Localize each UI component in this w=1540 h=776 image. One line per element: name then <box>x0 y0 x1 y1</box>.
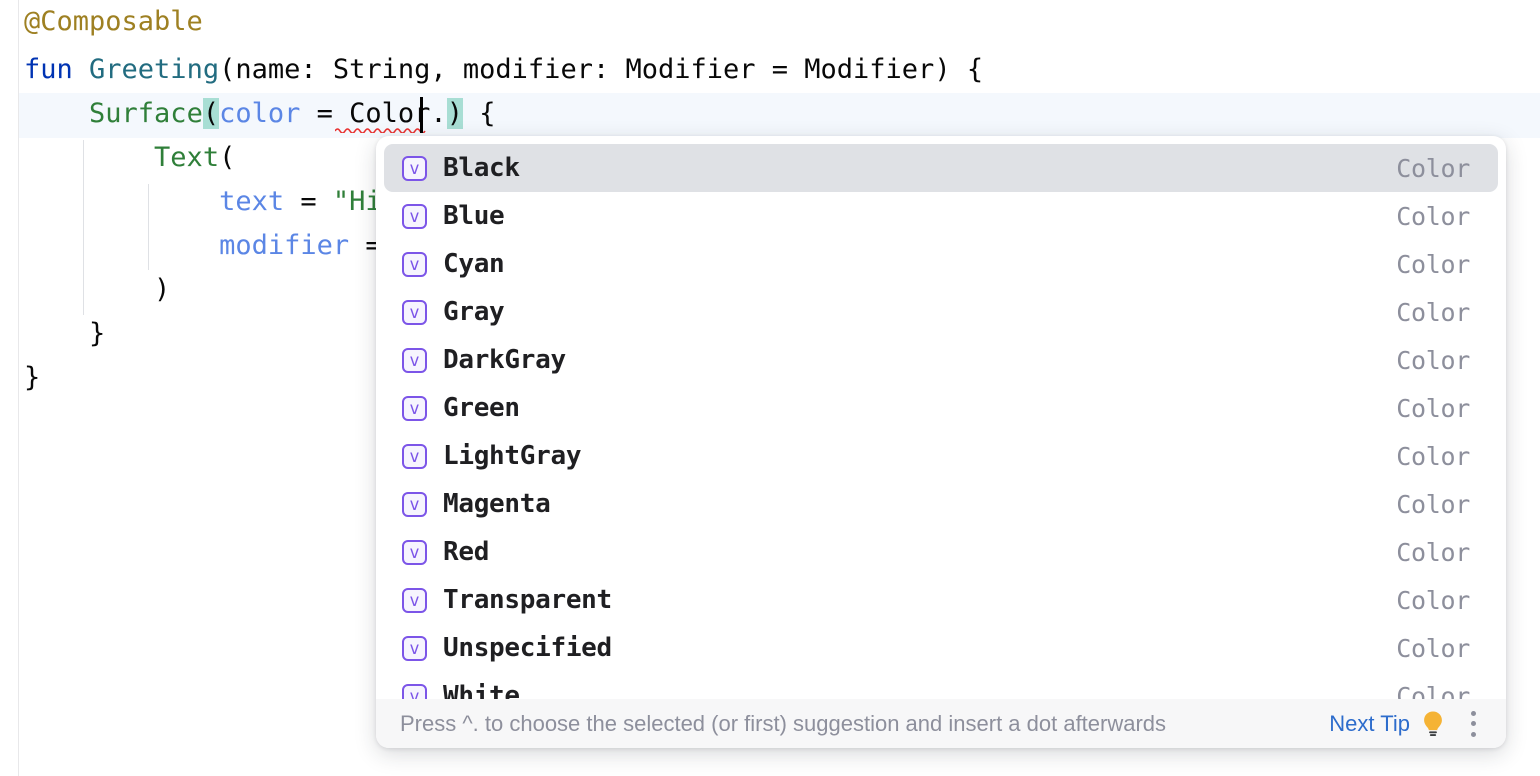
completion-item-type: Color <box>1396 633 1470 663</box>
code-token <box>24 186 219 217</box>
indent-guide <box>148 184 149 270</box>
completion-item-type: Color <box>1396 441 1470 471</box>
code-token: { <box>462 98 496 129</box>
code-token: } <box>24 318 106 349</box>
matched-paren: ( <box>202 98 220 129</box>
property-value-icon: v <box>402 155 427 181</box>
property-value-icon: v <box>402 491 427 517</box>
completion-item-label: Blue <box>443 201 505 231</box>
completion-item-type: Color <box>1396 345 1470 375</box>
dot <box>1470 710 1476 716</box>
completion-item-type: Color <box>1396 297 1470 327</box>
code-token: modifier <box>219 230 350 261</box>
dot <box>1470 721 1476 726</box>
current-line-highlight <box>19 93 1540 138</box>
code-line: } <box>24 356 40 400</box>
completion-item[interactable]: v White Color <box>376 672 1506 699</box>
error-squiggle-icon <box>335 128 426 133</box>
completion-item[interactable]: v Red Color <box>376 528 1506 576</box>
completion-hint-bar: Press ^. to choose the selected (or firs… <box>376 699 1506 748</box>
property-value-icon: v <box>402 539 427 565</box>
completion-item-type: Color <box>1396 201 1470 231</box>
completion-item[interactable]: v Unspecified Color <box>376 624 1506 672</box>
completion-item-label: Magenta <box>443 489 551 519</box>
completion-item-label: Red <box>443 537 490 567</box>
property-value-icon: v <box>402 203 427 229</box>
completion-item-label: White <box>443 681 520 699</box>
lightbulb-icon <box>1424 711 1442 736</box>
completion-item[interactable]: v Green Color <box>376 384 1506 432</box>
code-token: ( <box>219 142 236 173</box>
completion-item-type: Color <box>1396 153 1470 183</box>
property-value-icon: v <box>402 683 427 699</box>
completion-item-label: Transparent <box>443 585 612 615</box>
code-token: = <box>284 186 333 217</box>
completion-item-type: Color <box>1396 249 1470 279</box>
text-caret <box>420 97 423 133</box>
more-vertical-icon[interactable] <box>1462 710 1484 737</box>
completion-item[interactable]: v Gray Color <box>376 288 1506 336</box>
next-tip-link[interactable]: Next Tip <box>1329 710 1410 736</box>
completion-item-label: Cyan <box>443 249 505 279</box>
completion-item-label: Gray <box>443 297 505 327</box>
completion-item-label: Black <box>443 153 520 183</box>
completion-item-type: Color <box>1396 489 1470 519</box>
property-value-icon: v <box>402 251 427 277</box>
completion-item[interactable]: v Black Color <box>376 144 1506 192</box>
code-token: ) <box>24 274 171 305</box>
code-token: fun <box>24 54 90 85</box>
code-line: Surface(color = Color.) { <box>24 92 495 136</box>
completion-item[interactable]: v Cyan Color <box>376 240 1506 288</box>
property-value-icon: v <box>402 587 427 613</box>
code-token: Surface <box>89 98 203 129</box>
gutter-divider <box>18 0 19 776</box>
code-token: color <box>219 98 301 129</box>
code-line: modifier = <box>24 224 398 268</box>
code-token: @Composable <box>24 6 203 37</box>
code-token <box>24 142 154 173</box>
completion-item-label: Unspecified <box>443 633 612 663</box>
completion-item[interactable]: v Blue Color <box>376 192 1506 240</box>
code-token: Text <box>154 142 220 173</box>
unresolved-reference: Color. <box>349 98 447 129</box>
completion-item-type: Color <box>1396 393 1470 423</box>
code-token <box>24 230 219 261</box>
indent-guide <box>83 140 84 315</box>
code-line: fun Greeting(name: String, modifier: Mod… <box>24 48 983 92</box>
property-value-icon: v <box>402 635 427 661</box>
completion-item[interactable]: v DarkGray Color <box>376 336 1506 384</box>
completion-item-type: Color <box>1396 681 1470 700</box>
completion-item[interactable]: v Magenta Color <box>376 480 1506 528</box>
property-value-icon: v <box>402 299 427 325</box>
code-token: } <box>24 362 41 393</box>
code-token: Greeting <box>89 54 220 85</box>
code-line: } <box>24 312 105 356</box>
property-value-icon: v <box>402 347 427 373</box>
completion-item-label: DarkGray <box>443 345 566 375</box>
completion-item[interactable]: v Transparent Color <box>376 576 1506 624</box>
completion-item-type: Color <box>1396 585 1470 615</box>
code-line: text = "Hi, <box>24 180 398 224</box>
completion-item-type: Color <box>1396 537 1470 567</box>
hint-text: Press ^. to choose the selected (or firs… <box>400 710 1167 736</box>
code-line: ) <box>24 268 170 312</box>
code-token: = <box>300 98 350 129</box>
dot <box>1470 731 1476 737</box>
code-line: @Composable <box>24 0 203 44</box>
code-token <box>24 98 89 129</box>
completion-item[interactable]: v LightGray Color <box>376 432 1506 480</box>
code-token: text <box>219 186 285 217</box>
code-line: Text( <box>24 136 235 180</box>
property-value-icon: v <box>402 443 427 469</box>
completion-item-label: Green <box>443 393 520 423</box>
matched-paren: ) <box>446 98 463 129</box>
property-value-icon: v <box>402 395 427 421</box>
code-token: (name: String, modifier: Modifier = Modi… <box>219 54 984 85</box>
completion-item-label: LightGray <box>443 441 582 471</box>
